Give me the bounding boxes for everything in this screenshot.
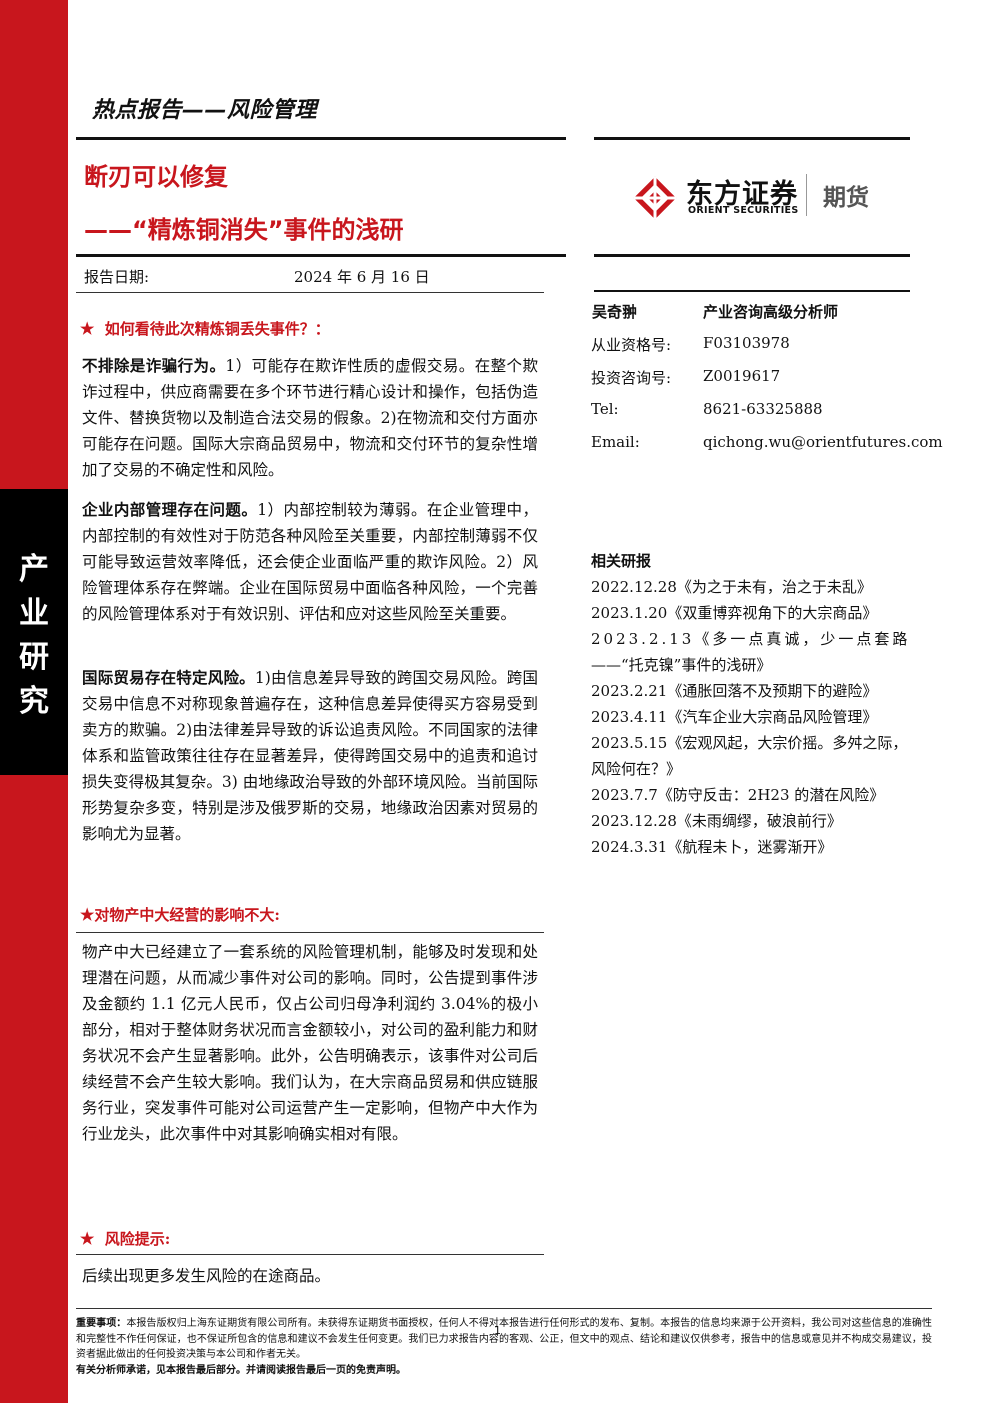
analyst-row-value: Z0019617: [703, 367, 781, 385]
date-rule: [76, 292, 544, 293]
section3-paragraph: 后续出现更多发生风险的在途商品。: [82, 1267, 331, 1285]
section3-heading: ★ 风险提示:: [80, 1228, 170, 1249]
related-report-item[interactable]: 2023.2.21《通胀回落不及预期下的避险》: [591, 682, 878, 700]
footer-rule: [76, 1308, 932, 1309]
related-report-item[interactable]: 2023.5.15《宏观风起，大宗价摇。多舛之际，: [591, 734, 908, 752]
header-rule-right: [594, 137, 910, 140]
side-label-char: 产: [19, 552, 49, 587]
section1-paragraph-1: 不排除是诈骗行为。1）可能存在欺诈性质的虚假交易。在整个欺诈过程中，供应商需要在…: [82, 353, 538, 483]
report-title: 断刃可以修复: [84, 163, 228, 191]
star-icon: ★: [80, 1229, 95, 1248]
header-rule-left: [76, 137, 566, 140]
logo-name-en: ORIENT SECURITIES: [688, 205, 799, 216]
related-report-item[interactable]: 2023.1.20《双重博弈视角下的大宗商品》: [591, 604, 878, 622]
related-report-item[interactable]: 2023.2.13《多一点真诚，少一点套路: [591, 630, 911, 648]
header-title: 热点报告——风险管理: [92, 98, 318, 123]
logo-divider: [806, 174, 807, 216]
analyst-row-value: F03103978: [703, 334, 790, 352]
analyst-rule: [594, 290, 910, 292]
related-report-item[interactable]: 2023.12.28《未雨绸缪，破浪前行》: [591, 812, 842, 830]
disclaimer: 重要事项：本报告版权归上海东证期货有限公司所有。未获得东证期货书面授权，任何人不…: [76, 1316, 932, 1378]
section2-paragraph: 物产中大已经建立了一套系统的风险管理机制，能够及时发现和处理潜在问题，从而减少事…: [82, 943, 538, 1143]
report-date-value: 2024 年 6 月 16 日: [294, 268, 430, 286]
paragraph-lead: 国际贸易存在特定风险。: [82, 668, 255, 687]
paragraph-text: 1)由信息差异导致的跨国交易风险。跨国交易中信息不对称现象普遍存在，这种信息差异…: [82, 669, 538, 843]
section3-heading-text: 风险提示:: [104, 1230, 171, 1248]
disclaimer-analyst-note: 有关分析师承诺，见本报告最后部分。并请阅读报告最后一页的免责声明。: [76, 1364, 406, 1376]
side-label-char: 究: [19, 684, 49, 719]
analyst-row-label: 从业资格号:: [591, 336, 672, 354]
logo-name-cn: 东方证券: [686, 179, 798, 210]
analyst-email[interactable]: qichong.wu@orientfutures.com: [703, 433, 943, 451]
section1-heading-text: 如何看待此次精炼铜丢失事件？：: [104, 320, 330, 338]
orient-logo-icon: [633, 176, 677, 220]
related-report-item[interactable]: ——“托克镍”事件的浅研》: [591, 656, 772, 674]
title-rule-left: [76, 254, 566, 257]
side-black-block: [0, 489, 68, 775]
section1-paragraph-2: 企业内部管理存在问题。1）内部控制较为薄弱。在企业管理中，内部控制的有效性对于防…: [82, 497, 538, 627]
star-icon: ★: [80, 319, 95, 338]
title-rule-right: [594, 254, 910, 257]
paragraph-lead: 不排除是诈骗行为。: [82, 356, 226, 375]
section3-rule: [76, 1254, 544, 1255]
analyst-title: 产业咨询高级分析师: [703, 303, 839, 321]
report-subtitle: ——“精炼铜消失”事件的浅研: [84, 216, 404, 244]
side-label-char: 研: [19, 640, 49, 675]
side-label: 产业研究: [0, 548, 68, 724]
paragraph-text: 1）可能存在欺诈性质的虚假交易。在整个欺诈过程中，供应商需要在多个环节进行精心设…: [82, 357, 538, 479]
paragraph-text: 1）内部控制较为薄弱。在企业管理中，内部控制的有效性对于防范各种风险至关重要，内…: [82, 501, 538, 623]
section2-heading: ★对物产中大经营的影响不大:: [80, 904, 280, 925]
analyst-row-label: 投资咨询号:: [591, 369, 672, 387]
analyst-name: 吴奇翀: [592, 303, 638, 321]
related-report-item[interactable]: 风险何在？》: [591, 760, 682, 778]
side-label-char: 业: [19, 596, 49, 631]
analyst-row-label: Email:: [591, 433, 640, 451]
star-icon: ★: [80, 905, 95, 924]
section1-heading: ★ 如何看待此次精炼铜丢失事件？：: [80, 318, 330, 339]
report-date-label: 报告日期:: [84, 268, 150, 286]
page-number: 1: [494, 1324, 501, 1337]
analyst-row-value: 8621-63325888: [703, 400, 823, 418]
related-report-item[interactable]: 2023.7.7《防守反击：2H23 的潜在风险》: [591, 786, 885, 804]
related-report-item[interactable]: 2022.12.28《为之于未有，治之于未乱》: [591, 578, 872, 596]
section2-rule: [76, 932, 544, 933]
paragraph-lead: 企业内部管理存在问题。: [82, 500, 258, 519]
section1-paragraph-3: 国际贸易存在特定风险。1)由信息差异导致的跨国交易风险。跨国交易中信息不对称现象…: [82, 665, 538, 847]
related-reports-heading: 相关研报: [591, 552, 652, 570]
disclaimer-text: 本报告版权归上海东证期货有限公司所有。未获得东证期货书面授权，任何人不得对本报告…: [76, 1318, 933, 1360]
section2-heading-text: 对物产中大经营的影响不大:: [94, 906, 280, 924]
disclaimer-lead: 重要事项：: [76, 1318, 127, 1329]
analyst-row-label: Tel:: [591, 400, 619, 418]
related-report-item[interactable]: 2024.3.31《航程未卜，迷雾渐开》: [591, 838, 833, 856]
logo-division: 期货: [823, 185, 869, 211]
related-report-item[interactable]: 2023.4.11《汽车企业大宗商品风险管理》: [591, 708, 878, 726]
